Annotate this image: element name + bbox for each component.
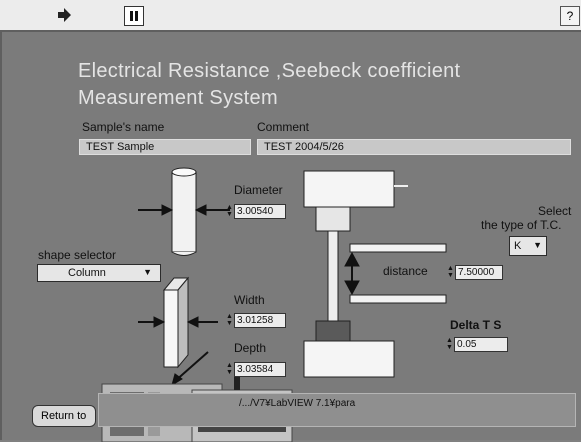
pause-icon[interactable] (124, 6, 144, 26)
prism-sample-icon (162, 276, 190, 369)
width-label: Width (234, 293, 265, 307)
distance-input[interactable]: 7.50000 (455, 265, 503, 280)
return-label: Return to (41, 410, 87, 422)
tc-type-dropdown[interactable]: K ▼ (509, 236, 547, 256)
distance-label: distance (383, 264, 428, 278)
sample-name-label: Sample's name (82, 120, 165, 134)
path-value: /.../V7¥LabVIEW 7.1¥para (239, 398, 356, 409)
comment-field[interactable]: TEST 2004/5/26 (257, 139, 571, 155)
panel-title-line1: Electrical Resistance ,Seebeck coefficie… (78, 60, 461, 82)
comment-label: Comment (257, 120, 310, 134)
panel-title-line2: Measurement System (78, 87, 278, 109)
diameter-stepper[interactable]: ▲▼ (226, 204, 233, 218)
shape-selector-label: shape selector (38, 248, 117, 262)
sample-name-field[interactable]: TEST Sample (79, 139, 251, 155)
help-icon[interactable]: ? (560, 6, 580, 26)
delta-ts-input[interactable]: 0.05 (454, 337, 508, 352)
width-arrows-icon (138, 316, 218, 328)
chevron-down-icon: ▼ (533, 240, 542, 250)
cylinder-sample-icon (171, 167, 197, 256)
depth-label: Depth (234, 341, 267, 355)
diameter-input[interactable]: 3.00540 (234, 204, 286, 219)
depth-stepper[interactable]: ▲▼ (226, 362, 233, 376)
return-button[interactable]: Return to (32, 405, 96, 427)
delta-ts-stepper[interactable]: ▲▼ (446, 337, 453, 351)
help-label: ? (566, 9, 574, 23)
toolbar: ? (0, 0, 581, 31)
width-input[interactable]: 3.01258 (234, 313, 286, 328)
depth-input[interactable]: 3.03584 (234, 362, 286, 377)
diameter-label: Diameter (234, 183, 283, 197)
path-field[interactable]: /.../V7¥LabVIEW 7.1¥para (98, 393, 576, 427)
shape-selector-dropdown[interactable]: Column ▼ (37, 264, 161, 282)
front-panel: Electrical Resistance ,Seebeck coefficie… (0, 30, 581, 442)
distance-stepper[interactable]: ▲▼ (447, 265, 454, 279)
apparatus-diagram (101, 167, 447, 442)
apparatus-holder-icon (303, 170, 447, 378)
chevron-down-icon: ▼ (143, 267, 152, 277)
distance-arrow-icon (344, 251, 360, 296)
shape-selector-value: Column (68, 267, 106, 279)
delta-ts-label: Delta T S (450, 318, 502, 332)
run-arrow-icon[interactable] (55, 6, 73, 24)
width-stepper[interactable]: ▲▼ (226, 313, 233, 327)
tc-type-value: K (514, 240, 522, 252)
tc-label-line1: Select (538, 204, 572, 218)
tc-label-line2: the type of T.C. (481, 218, 562, 232)
depth-arrow-icon (171, 351, 209, 387)
diameter-arrows-icon (138, 204, 230, 216)
